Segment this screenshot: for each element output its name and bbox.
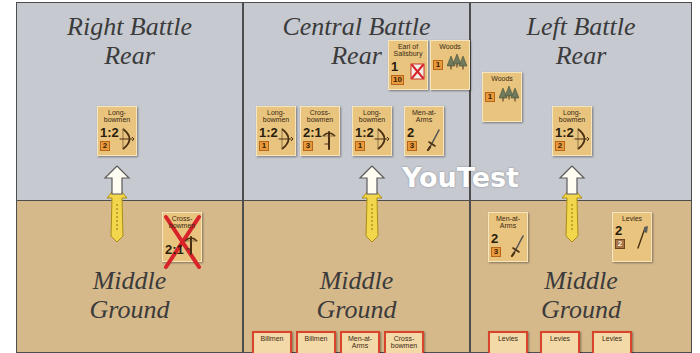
unit-name: Long-bowmen [100, 109, 134, 124]
unit-name: Cross-bowmen [303, 109, 337, 124]
unit-name: Billmen [300, 335, 332, 342]
unit-name: Cross-bowmen [388, 335, 420, 350]
unit-name: Men-at-Arms [491, 215, 525, 230]
unit-counter: Earl of Salisbury 1 10 [388, 40, 428, 90]
unit-icon [119, 127, 134, 151]
unit-counter: Woods 1 [430, 40, 470, 90]
unit-rating: 3 [303, 141, 313, 151]
combat-value: 1:2 [555, 126, 574, 139]
unit-counter: Long-bowmen 1:2 1 [256, 106, 296, 156]
unit-counter: Cross-bowmen [384, 331, 424, 353]
unit-counter: Levies [540, 331, 580, 353]
zone-name: Middle Ground [68, 267, 192, 324]
unit-icon [574, 127, 589, 151]
unit-icon [410, 61, 425, 85]
watermark: YouTest [402, 162, 519, 193]
unit-rating: 1 [485, 92, 495, 102]
unit-name: Men-at-Arms [407, 109, 441, 124]
unit-rating: 2 [615, 239, 625, 249]
watermark-box: YouTest [402, 163, 519, 193]
unit-name: Long-bowmen [555, 109, 589, 124]
unit-counter: Long-bowmen 1:2 2 [97, 106, 137, 156]
combat-value: 2:1 [303, 126, 322, 139]
zone-name: Right Battle Rear [55, 13, 205, 70]
unit-icon [374, 127, 389, 151]
combat-value: 1:2 [259, 126, 278, 139]
combat-value: 1 [391, 60, 398, 73]
unit-counter: Cross-bowmen 2:1 3 [300, 106, 340, 156]
map-zone: Right Battle RearLong-bowmen 1:2 2 [16, 2, 243, 201]
unit-rating: 3 [491, 247, 501, 257]
unit-icon [510, 233, 525, 257]
map-zone: Middle GroundBillmen Billmen Men-at-Arms Cr… [243, 200, 470, 353]
unit-name: Long-bowmen [355, 109, 389, 124]
unit-name: Men-at-Arms [344, 335, 376, 350]
unit-rating: 3 [407, 141, 417, 151]
unit-counter: Billmen [252, 331, 292, 353]
unit-counter: Levies [592, 331, 632, 353]
unit-counter: Men-at-Arms 2 3 [488, 212, 528, 262]
zone-name: Left Battle Rear [506, 13, 656, 70]
combat-value: 2 [407, 126, 414, 139]
unit-name: Woods [433, 43, 467, 50]
zone-name: Middle Ground [519, 267, 643, 324]
unit-name: Levies [596, 335, 628, 342]
unit-name: Earl of Salisbury [391, 43, 425, 58]
unit-counter: Men-at-Arms 2 3 [404, 106, 444, 156]
unit-rating: 10 [391, 75, 404, 85]
unit-icon [184, 232, 199, 256]
unit-rating: 1 [355, 141, 365, 151]
unit-icon [634, 225, 649, 249]
unit-icon [426, 127, 441, 151]
unit-icon [322, 127, 337, 151]
unit-counter: Long-bowmen 1:2 2 [552, 106, 592, 156]
unit-counter: Long-bowmen 1:2 1 [352, 106, 392, 156]
unit-rating: 1 [433, 60, 443, 70]
unit-name: Woods [485, 75, 519, 82]
map-zone: Middle Ground Cross-bowmen 2:1 [16, 200, 243, 353]
combat-value: 1:2 [100, 126, 119, 139]
unit-name: Long-bowmen [259, 109, 293, 124]
unit-name: Levies [615, 215, 649, 222]
unit-rating: 2 [555, 141, 565, 151]
unit-counter: Men-at-Arms [340, 331, 380, 353]
combat-value: 2:1 [165, 243, 184, 256]
unit-name: Cross-bowmen [165, 215, 199, 230]
unit-counter: Woods 1 [482, 72, 522, 122]
unit-name: Billmen [256, 335, 288, 342]
unit-icon [278, 127, 293, 151]
combat-value: 1:2 [355, 126, 374, 139]
combat-value: 2 [615, 224, 622, 237]
zone-name: Middle Ground [295, 267, 419, 324]
unit-counter: Billmen [296, 331, 336, 353]
combat-value: 2 [491, 232, 498, 245]
unit-counter: Levies 2 2 [612, 212, 652, 262]
unit-name: Levies [492, 335, 524, 342]
unit-icon [447, 52, 467, 70]
unit-counter: Cross-bowmen 2:1 [162, 212, 202, 262]
unit-rating: 2 [100, 141, 110, 151]
unit-icon [499, 84, 519, 102]
unit-rating: 1 [259, 141, 269, 151]
unit-name: Levies [544, 335, 576, 342]
map-zone: Middle GroundMen-at-Arms23Levies22Levies… [470, 200, 692, 353]
unit-counter: Levies [488, 331, 528, 353]
